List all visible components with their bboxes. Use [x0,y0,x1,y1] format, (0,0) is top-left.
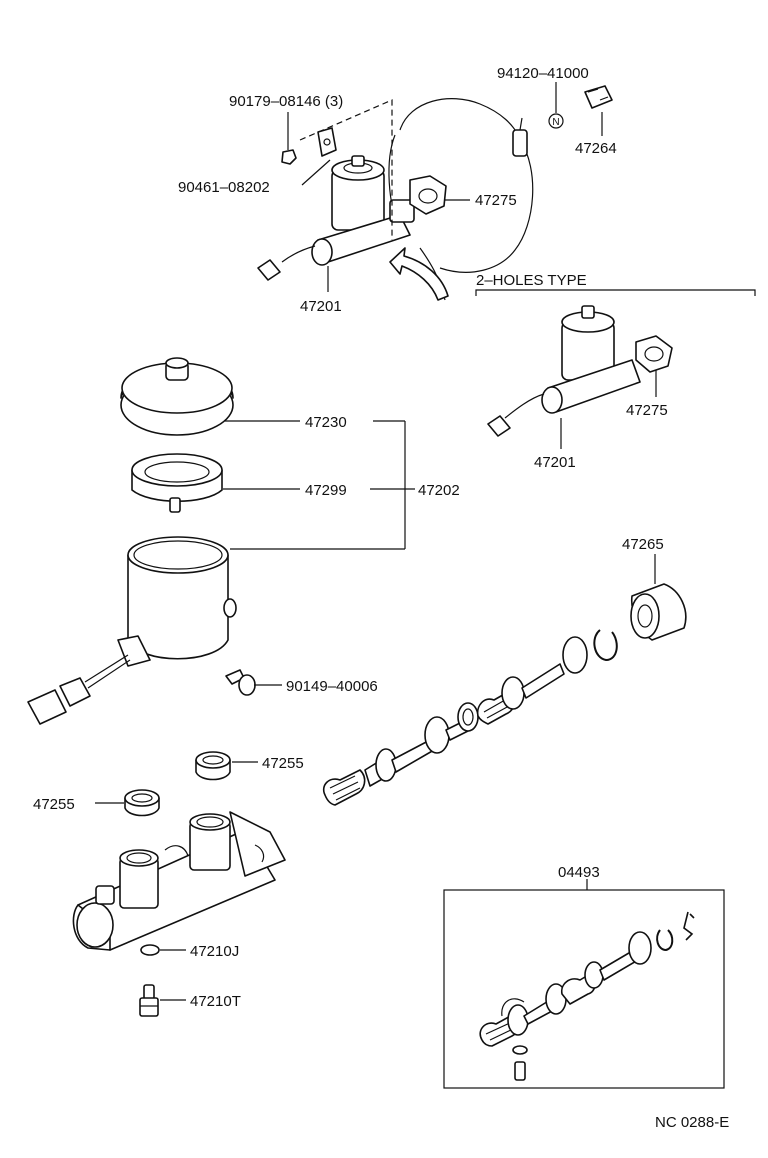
label-2-holes-type: 2–HOLES TYPE [476,272,587,289]
label-47201-top: 47201 [300,298,342,315]
label-47210T: 47210T [190,993,241,1010]
reference-code: NC 0288-E [655,1114,729,1131]
new-part-mark-text: N [552,117,559,128]
snap-ring [593,629,618,662]
label-04493: 04493 [558,864,600,881]
label-47275-right: 47275 [626,402,668,419]
label-94120-41000: 94120–41000 [497,65,589,82]
holes-type-header [475,289,756,296]
label-47255-b: 47255 [33,796,75,813]
reservoir-cap-47230 [120,357,234,436]
piston-assembly [322,636,588,806]
right-master-cylinder [487,305,641,437]
label-47230: 47230 [305,414,347,431]
gasket-47275-top [409,175,447,215]
top-master-cylinder [257,155,415,281]
label-47275-top: 47275 [475,192,517,209]
label-47299: 47299 [305,482,347,499]
kit-contents [479,911,695,1081]
install-arrow [389,247,449,301]
assembly-phantom-line [299,99,393,240]
gasket-47275-right [635,335,673,373]
screw-90149 [225,669,256,696]
reservoir-bracket-lines [223,420,415,550]
label-90179-08146: 90179–08146 (3) [229,93,343,110]
reservoir-body [27,536,237,725]
nut-90179 [281,149,297,165]
label-47264: 47264 [575,140,617,157]
label-47210J: 47210J [190,943,239,960]
label-47255-a: 47255 [262,755,304,772]
master-cylinder-body-47201 [72,811,286,951]
label-47202: 47202 [418,482,460,499]
bracket-90461 [317,127,337,157]
clip-47264 [584,85,613,109]
top-leaders [287,82,603,292]
label-90149-40006: 90149–40006 [286,678,378,695]
washer-47210J [140,944,160,956]
bleeder-47210T [139,984,159,1017]
boot-47265 [630,583,687,641]
label-47265: 47265 [622,536,664,553]
label-47201-right: 47201 [534,454,576,471]
reservoir-strainer-47299 [131,453,223,513]
new-part-mark: N [548,113,564,129]
kit-04493-box [443,889,725,1089]
grommet-47255-a [195,751,231,781]
label-90461-08202: 90461–08202 [178,179,270,196]
grommet-47255-b [124,789,160,817]
